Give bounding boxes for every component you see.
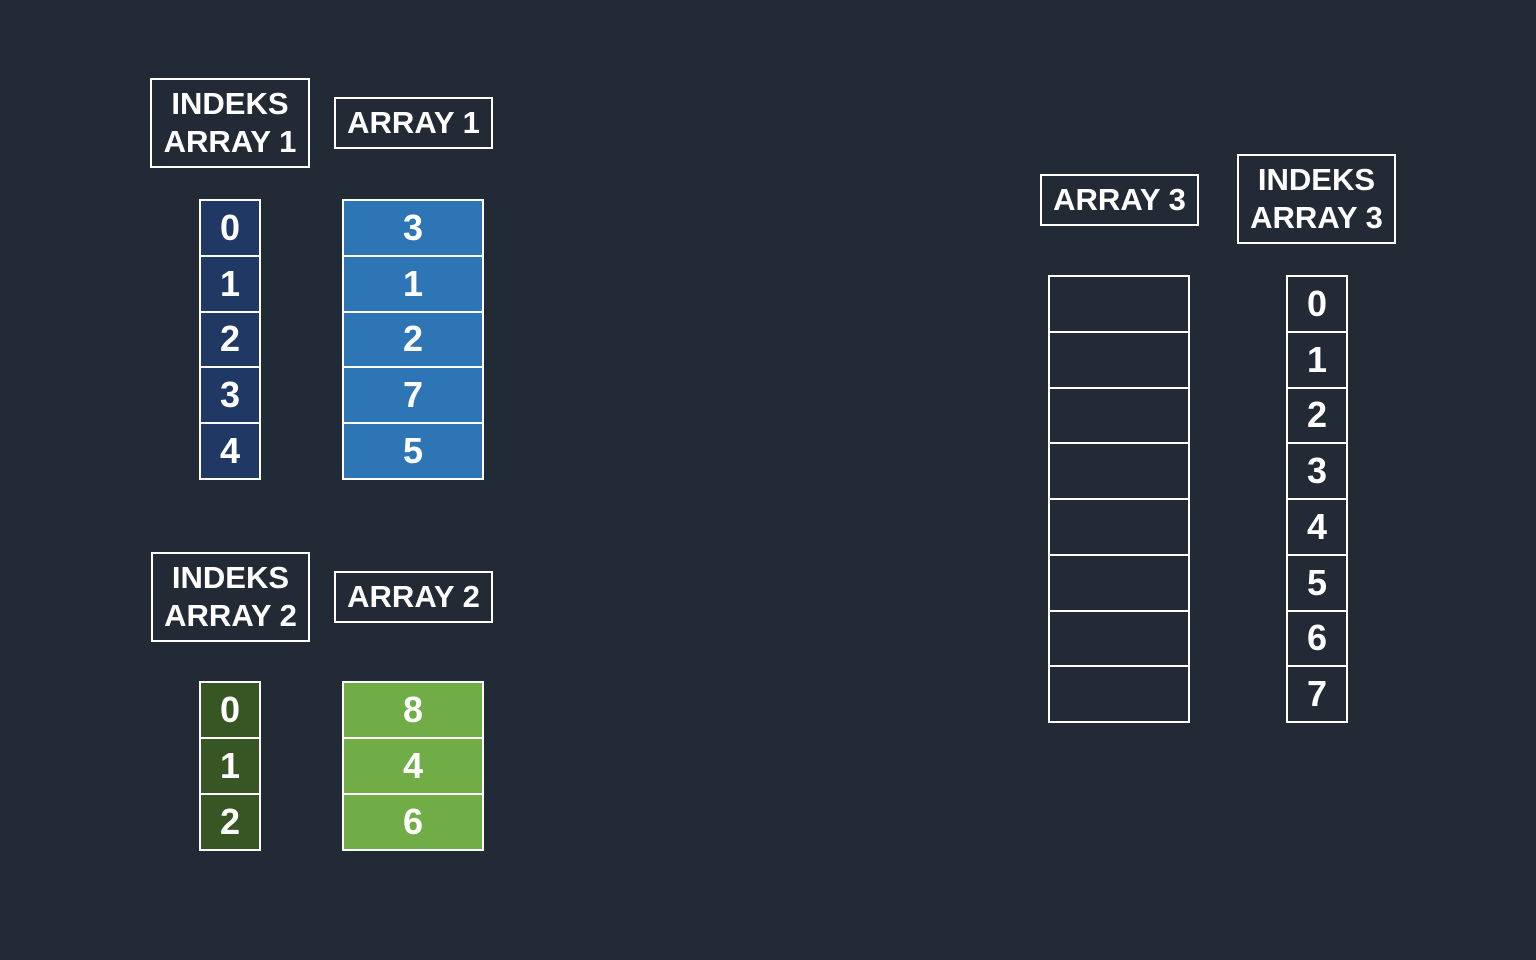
array3-index-cell: 1 <box>1288 330 1346 387</box>
array3-value-cell <box>1050 330 1188 387</box>
array2-index-cell: 2 <box>201 793 259 849</box>
array1-label: ARRAY 1 <box>334 97 493 149</box>
array3-value-cell <box>1050 386 1188 443</box>
array1-value-cell: 5 <box>344 422 482 478</box>
array2-value-cell: 4 <box>344 737 482 793</box>
array1-index-cell: 1 <box>201 254 259 311</box>
array1-value-cell: 1 <box>344 254 482 311</box>
array3-index-label: INDEKS ARRAY 3 <box>1237 154 1396 244</box>
array3-label: ARRAY 3 <box>1040 174 1199 226</box>
array1-index-cell: 3 <box>201 366 259 423</box>
array2-index-label: INDEKS ARRAY 2 <box>151 552 310 642</box>
array3-value-cell <box>1050 665 1188 721</box>
array3-index-cell: 3 <box>1288 442 1346 498</box>
array3-value-cell <box>1050 609 1188 666</box>
array3-index-cell: 5 <box>1288 553 1346 610</box>
array1-value-cell: 7 <box>344 366 482 423</box>
array2-index-cell: 0 <box>201 683 259 737</box>
array1-index-cell: 0 <box>201 201 259 255</box>
array1-index-cell: 2 <box>201 310 259 367</box>
array3-value-cell <box>1050 553 1188 610</box>
array2-value-cell: 8 <box>344 683 482 737</box>
array3-value-cell <box>1050 498 1188 554</box>
array1-index-cell: 4 <box>201 422 259 478</box>
array3-index-cell: 4 <box>1288 498 1346 554</box>
array2-index-cell: 1 <box>201 737 259 793</box>
array2-value-cell: 6 <box>344 793 482 849</box>
array3-index-cell: 6 <box>1288 609 1346 666</box>
array1-value-cell: 2 <box>344 310 482 367</box>
array2-label: ARRAY 2 <box>334 571 493 623</box>
array1-value-cell: 3 <box>344 201 482 255</box>
array3-value-column <box>1048 275 1190 723</box>
array1-index-label: INDEKS ARRAY 1 <box>150 78 310 168</box>
array3-index-cell: 2 <box>1288 386 1346 443</box>
array3-index-cell: 7 <box>1288 665 1346 721</box>
array3-value-cell <box>1050 442 1188 498</box>
array3-index-cell: 0 <box>1288 277 1346 331</box>
array3-value-cell <box>1050 277 1188 331</box>
